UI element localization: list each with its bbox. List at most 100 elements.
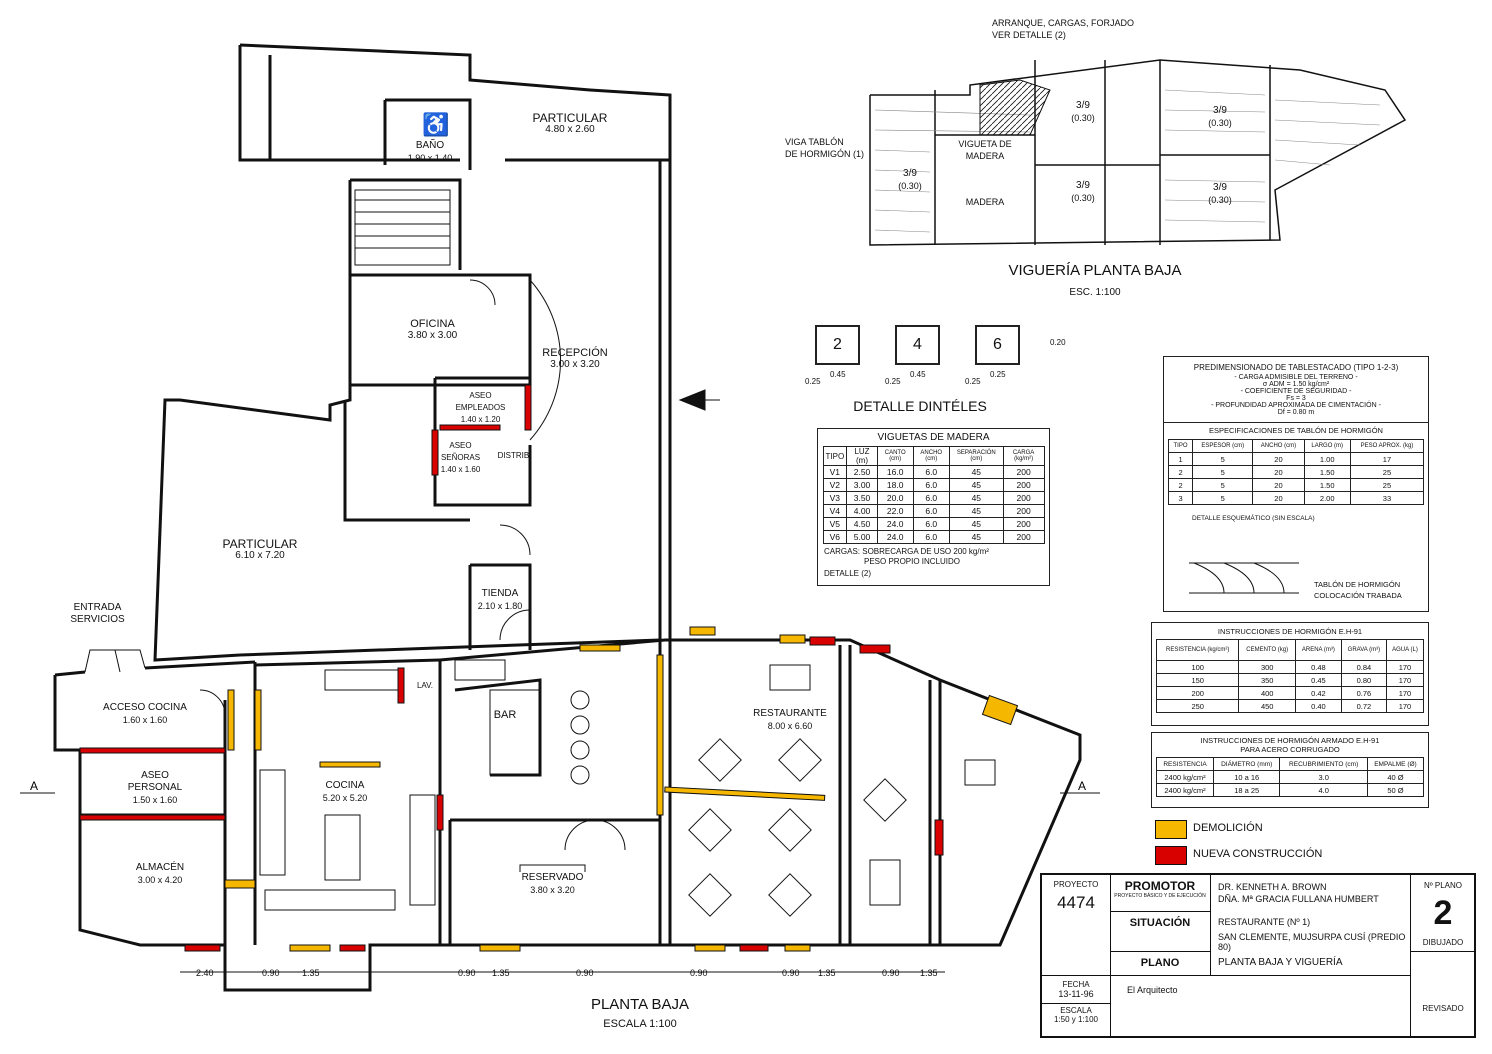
room-lav: LAV. [416, 681, 433, 690]
tb-situacion2: SAN CLEMENTE, MUJSURPA CUSÍ (PREDIO 80) [1218, 932, 1406, 952]
table-cell: 24.0 [876, 517, 914, 531]
table-row: RESISTENCIA DIÁMETRO (mm) RECUBRIMIENTO … [1155, 757, 1425, 771]
vigueria-title: VIGUERÍA PLANTA BAJA [1008, 262, 1182, 279]
predim-l6: Df = 0.80 m [1277, 409, 1315, 416]
th: EMPALME (Ø) [1366, 757, 1425, 771]
legend-nueva: NUEVA CONSTRUCCIÓN [1193, 848, 1323, 860]
table-cell: 100 [1155, 660, 1240, 674]
table-cell: 0.45 [1294, 673, 1342, 687]
table-cell: V2 [822, 478, 848, 492]
tablon-sketch [1189, 562, 1299, 594]
table-cell: 450 [1238, 699, 1296, 713]
th: TIPO [1167, 439, 1194, 453]
armado-panel: INSTRUCCIONES DE HORMIGÓN ARMADO E.H-91 … [1151, 732, 1429, 808]
tb-plano-label: PLANO [1140, 957, 1180, 969]
table-cell: 5 [1192, 491, 1254, 505]
table-cell: 6.0 [912, 465, 950, 479]
dim-6: 0.90 [576, 968, 594, 978]
tb-promotor1: DR. KENNETH A. BROWN [1218, 882, 1327, 892]
table-cell: 6.0 [912, 530, 950, 544]
th: ESPESOR (cm) [1192, 439, 1254, 453]
vig-label-d: 3/9(0.30) [1208, 105, 1232, 128]
tb-situacion1: RESTAURANTE (Nº 1) [1218, 917, 1311, 927]
th: ANCHO (cm) [912, 446, 950, 466]
table-cell: 45 [948, 504, 1004, 518]
room-distrib: DISTRIB. [497, 451, 532, 460]
th: CEMENTO (kg) [1238, 639, 1296, 661]
vigueria-drawing [869, 59, 1407, 246]
viguetas-panel: VIGUETAS DE MADERA TIPO LUZ (m) CANTO (c… [817, 428, 1050, 586]
table-cell: 50 Ø [1366, 783, 1425, 797]
th: GRAVA (m³) [1340, 639, 1387, 661]
table-row: RESISTENCIA (kg/cm²) CEMENTO (kg) ARENA … [1155, 639, 1425, 661]
table-cell: 6.0 [912, 478, 950, 492]
th: ARENA (m³) [1294, 639, 1342, 661]
th: TIPO [822, 446, 848, 466]
vigueria-scale: ESC. 1:100 [1069, 287, 1121, 298]
table-cell: 0.72 [1340, 699, 1387, 713]
hormigon-panel: INSTRUCCIONES DE HORMIGÓN E.H-91 RESISTE… [1151, 622, 1429, 726]
table-cell: 0.40 [1294, 699, 1342, 713]
table-cell: 4.00 [846, 504, 878, 518]
table-cell: 170 [1385, 660, 1425, 674]
legend-swatch-demolicion [1155, 820, 1187, 839]
th: RECUBRIMIENTO (cm) [1279, 757, 1368, 771]
th: LUZ (m) [846, 446, 878, 466]
th: PESO APROX. (kg) [1349, 439, 1425, 453]
table-cell: 10 a 16 [1213, 770, 1281, 784]
dim-4: 0.90 [458, 968, 476, 978]
tb-promotor-cell: PROMOTOR PROYECTO BÁSICO Y DE EJECUCIÓN [1110, 875, 1211, 912]
th: LARGO (m) [1303, 439, 1351, 453]
table-cell: 170 [1385, 686, 1425, 700]
table-cell: 40 Ø [1366, 770, 1425, 784]
table-cell: 20 [1252, 465, 1305, 479]
table-cell: 2.00 [1303, 491, 1351, 505]
dintel-6-w: 0.25 [990, 370, 1006, 379]
armado-title: INSTRUCCIONES DE HORMIGÓN ARMADO E.H-91 [1200, 736, 1380, 745]
table-cell: 170 [1385, 673, 1425, 687]
vig-label-a: 3/9(0.30) [898, 168, 922, 191]
table-cell: 0.76 [1340, 686, 1387, 700]
legend-swatch-nueva [1155, 846, 1187, 865]
tb-escala-label: ESCALA [1060, 1006, 1092, 1015]
vig-label-madera: MADERA [965, 197, 1005, 207]
tb-plano-cell: PLANO [1110, 951, 1211, 976]
table-cell: 3 [1167, 491, 1194, 505]
table-cell: 5 [1192, 465, 1254, 479]
viguetas-note2: PESO PROPIO INCLUIDO [864, 557, 961, 566]
table-cell: V6 [822, 530, 848, 544]
dintel-4: 4 [895, 325, 940, 365]
table-cell: 20 [1252, 452, 1305, 466]
dintel-off-2: 0.25 [885, 377, 901, 386]
table-cell: 20 [1252, 478, 1305, 492]
table-cell: 1 [1167, 452, 1194, 466]
th: SEPARACIÓN (cm) [948, 446, 1004, 466]
table-cell: 200 [1155, 686, 1240, 700]
table-cell: 22.0 [876, 504, 914, 518]
tb-nplano: 2 [1433, 894, 1453, 932]
table-cell: 150 [1155, 673, 1240, 687]
table-cell: 17 [1349, 452, 1425, 466]
room-entrada-servicios: ENTRADA SERVICIOS [70, 602, 125, 625]
predim-panel: PREDIMENSIONADO DE TABLESTACADO (TIPO 1-… [1163, 356, 1429, 612]
predim-l1: - CARGA ADMISIBLE DEL TERRENO - [1234, 374, 1358, 381]
tablon-note2: COLOCACIÓN TRABADA [1314, 591, 1402, 600]
table-cell: 300 [1238, 660, 1296, 674]
th: DIÁMETRO (mm) [1213, 757, 1281, 771]
table-cell: 25 [1349, 478, 1425, 492]
table-cell: 45 [948, 491, 1004, 505]
